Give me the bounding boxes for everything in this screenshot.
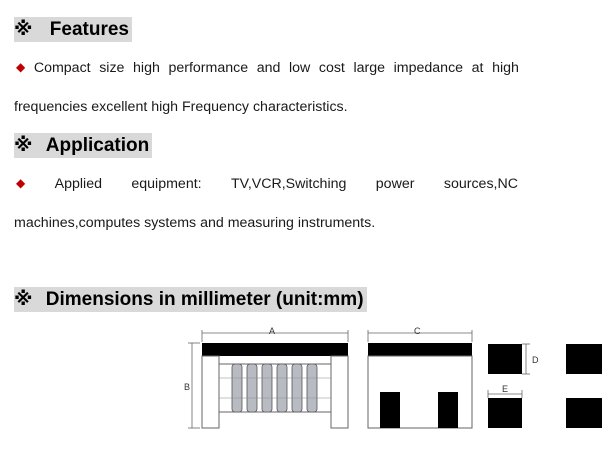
word: high: [133, 60, 160, 76]
pad: [488, 344, 522, 374]
application-heading: ※ Application: [14, 133, 153, 158]
side-view: C: [367, 326, 473, 429]
pad: [566, 344, 602, 374]
application-title: Application: [45, 135, 150, 156]
label-b: B: [184, 382, 190, 392]
word: impedance: [393, 60, 464, 76]
word: power: [375, 176, 415, 192]
label-c: C: [414, 326, 421, 336]
pad: [488, 398, 522, 428]
coil-turn: [276, 363, 288, 413]
coil-turn: [306, 363, 318, 413]
side-pin: [438, 392, 458, 428]
application-line-2: machines,computes systems and measuring …: [14, 215, 376, 231]
side-top-terminal: [368, 343, 472, 356]
coil-turn: [291, 363, 303, 413]
word: sources,NC: [443, 176, 518, 192]
reference-mark-icon: ※: [14, 135, 33, 156]
word: large: [353, 60, 386, 76]
dimension-diagram: A B C D E: [184, 326, 602, 429]
word: equipment:: [131, 176, 202, 192]
top-terminal: [202, 343, 348, 356]
word: cost: [318, 60, 345, 76]
side-pin: [380, 392, 400, 428]
left-flange: [201, 355, 220, 429]
label-d: D: [532, 355, 539, 365]
features-line-2: frequencies excellent high Frequency cha…: [14, 99, 348, 115]
word: performance: [168, 60, 249, 76]
word: Applied: [54, 176, 102, 192]
diamond-bullet-icon: ◆: [16, 60, 26, 74]
diamond-bullet-icon: ◆: [16, 176, 26, 190]
label-e: E: [502, 384, 508, 394]
features-line-1: ◆ Compact size high performance and low …: [16, 60, 519, 76]
front-view: A B: [184, 326, 349, 429]
label-a: A: [269, 326, 275, 336]
word: high: [492, 60, 519, 76]
dimensions-title: Dimensions in millimeter (unit:mm): [45, 289, 364, 310]
application-line-1: ◆ Applied equipment: TV,VCR,Switching po…: [16, 176, 518, 192]
word: low: [288, 60, 311, 76]
features-heading: ※ Features: [14, 17, 132, 42]
dimensions-heading: ※ Dimensions in millimeter (unit:mm): [14, 287, 367, 312]
coil-turn: [261, 363, 273, 413]
reference-mark-icon: ※: [14, 19, 33, 40]
word: and: [256, 60, 281, 76]
word: at: [471, 60, 484, 76]
features-title: Features: [49, 19, 129, 40]
word: TV,VCR,Switching: [231, 176, 347, 192]
word: size: [99, 60, 125, 76]
coil-turn: [246, 363, 258, 413]
pad-view: D E: [487, 343, 602, 428]
right-flange: [330, 355, 349, 429]
pad: [566, 398, 602, 428]
reference-mark-icon: ※: [14, 289, 33, 310]
coil-turn: [231, 363, 243, 413]
word: Compact: [33, 60, 91, 76]
